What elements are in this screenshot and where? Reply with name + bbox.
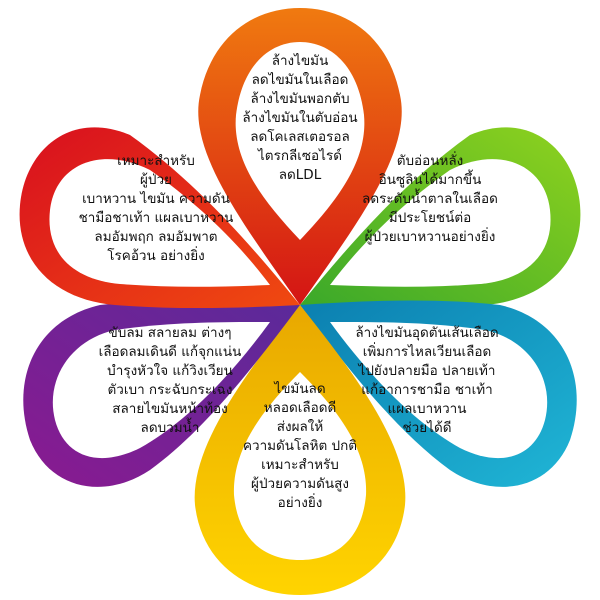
- petal-lower-right-line: ไปยังปลายมือ ปลายเท้า: [358, 363, 496, 379]
- petal-bottom-line: อย่างยิ่ง: [277, 495, 323, 511]
- petal-top-inner: [235, 42, 365, 240]
- petal-lower-left-text: ขับลม สลายลม ต่างๆ เลือดลมเดินดี แก้จุกแ…: [72, 324, 268, 438]
- petal-upper-left-line: เบาหวาน ไขมัน ความดัน: [82, 191, 230, 207]
- petal-top-line: ล้างไขมันพอกตับ: [250, 91, 350, 107]
- petal-upper-left-inner: [49, 159, 270, 287]
- petal-bottom-line: ผู้ป่วยความดันสูง: [251, 476, 349, 492]
- petal-top-line: ล้างไขมัน: [271, 53, 329, 69]
- petal-bottom-line: หลอดเลือดดี: [263, 400, 337, 416]
- petal-upper-right-line: ลดระดับน้ำตาลในเลือด: [362, 191, 498, 207]
- petal-upper-right-line: ตับอ่อนหลั่ง: [396, 153, 464, 169]
- petal-lower-right-line: ช่วยได้ดี: [402, 420, 452, 436]
- petal-top-text: ล้างไขมัน ลดไขมันในเลือด ล้างไขมันพอกตับ…: [222, 52, 378, 185]
- petal-top-line: ไตรกลีเซอไรด์: [258, 148, 342, 164]
- petal-top-line: ลดไขมันในเลือด: [251, 72, 349, 88]
- petal-lower-left-line: ตัวเบา กระฉับกระเฉง: [107, 382, 233, 398]
- petal-top-line: ลดLDL: [278, 167, 322, 183]
- petal-bottom-line: ส่งผลให้: [276, 419, 324, 435]
- petal-lower-left-line: บำรุงหัวใจ แก้วิงเวียน: [107, 363, 233, 379]
- petal-lower-left-line: ขับลม สลายลม ต่างๆ: [108, 325, 232, 341]
- petal-upper-right-line: อินซูลินได้มากขึ้น: [378, 172, 482, 188]
- petal-top-line: ล้างไขมันในตับอ่อน: [242, 110, 358, 126]
- petal-lower-left-line: สลายไขมันหน้าท้อง: [112, 401, 228, 417]
- petal-bottom-line: ความดันโลหิต ปกติ: [242, 438, 358, 454]
- petal-lower-left-line: ลดบวมน้ำ: [140, 420, 200, 436]
- petal-upper-right-line: ผู้ป่วยเบาหวานอย่างยิ่ง: [364, 229, 496, 245]
- petal-upper-left-line: ผู้ป่วย: [140, 172, 172, 188]
- petal-inner-areas: [49, 42, 551, 560]
- petal-upper-right-inner: [330, 159, 551, 287]
- petal-lower-right-inner: [330, 322, 548, 459]
- petal-upper-left-line: ลมอัมพฤก ลมอัมพาต: [94, 229, 218, 245]
- petal-lower-right-text: ล้างไขมันอุดตันเส้นเลือด เพิ่มการไหลเวีย…: [332, 324, 522, 438]
- petal-upper-right-text: ตับอ่อนหลั่ง อินซูลินได้มากขึ้น ลดระดับน…: [340, 152, 520, 247]
- petal-upper-left-line: เหมาะสำหรับ: [117, 153, 195, 169]
- petal-upper-left-text: เหมาะสำหรับ ผู้ป่วย เบาหวาน ไขมัน ความดั…: [58, 152, 254, 266]
- petal-lower-left-inner: [52, 322, 270, 459]
- petal-lower-right-line: แผลเบาหวาน: [387, 401, 467, 417]
- petal-lower-left-line: เลือดลมเดินดี แก้จุกแน่น: [98, 344, 242, 360]
- petal-upper-left-line: โรคอ้วน อย่างยิ่ง: [107, 248, 205, 264]
- petal-bottom-inner: [233, 372, 367, 560]
- petal-top-line: ลดโคเลสเตอรอล: [250, 129, 350, 145]
- petal-lower-right-line: แก้อาการชามือ ชาเท้า: [361, 382, 493, 398]
- petal-bottom-line: เหมาะสำหรับ: [261, 457, 339, 473]
- petal-lower-right-line: เพิ่มการไหลเวียนเลือด: [362, 344, 492, 360]
- petal-upper-left-line: ชามือชาเท้า แผลเบาหวาน: [78, 210, 234, 226]
- petal-lower-right-line: ล้างไขมันอุดตันเส้นเลือด: [355, 325, 499, 341]
- petal-bottom-text: ไขมันลด หลอดเลือดดี ส่งผลให้ ความดันโลหิ…: [222, 380, 378, 513]
- petal-bottom-line: ไขมันลด: [274, 381, 326, 397]
- petal-upper-right-line: มีประโยชน์ต่อ: [388, 210, 472, 226]
